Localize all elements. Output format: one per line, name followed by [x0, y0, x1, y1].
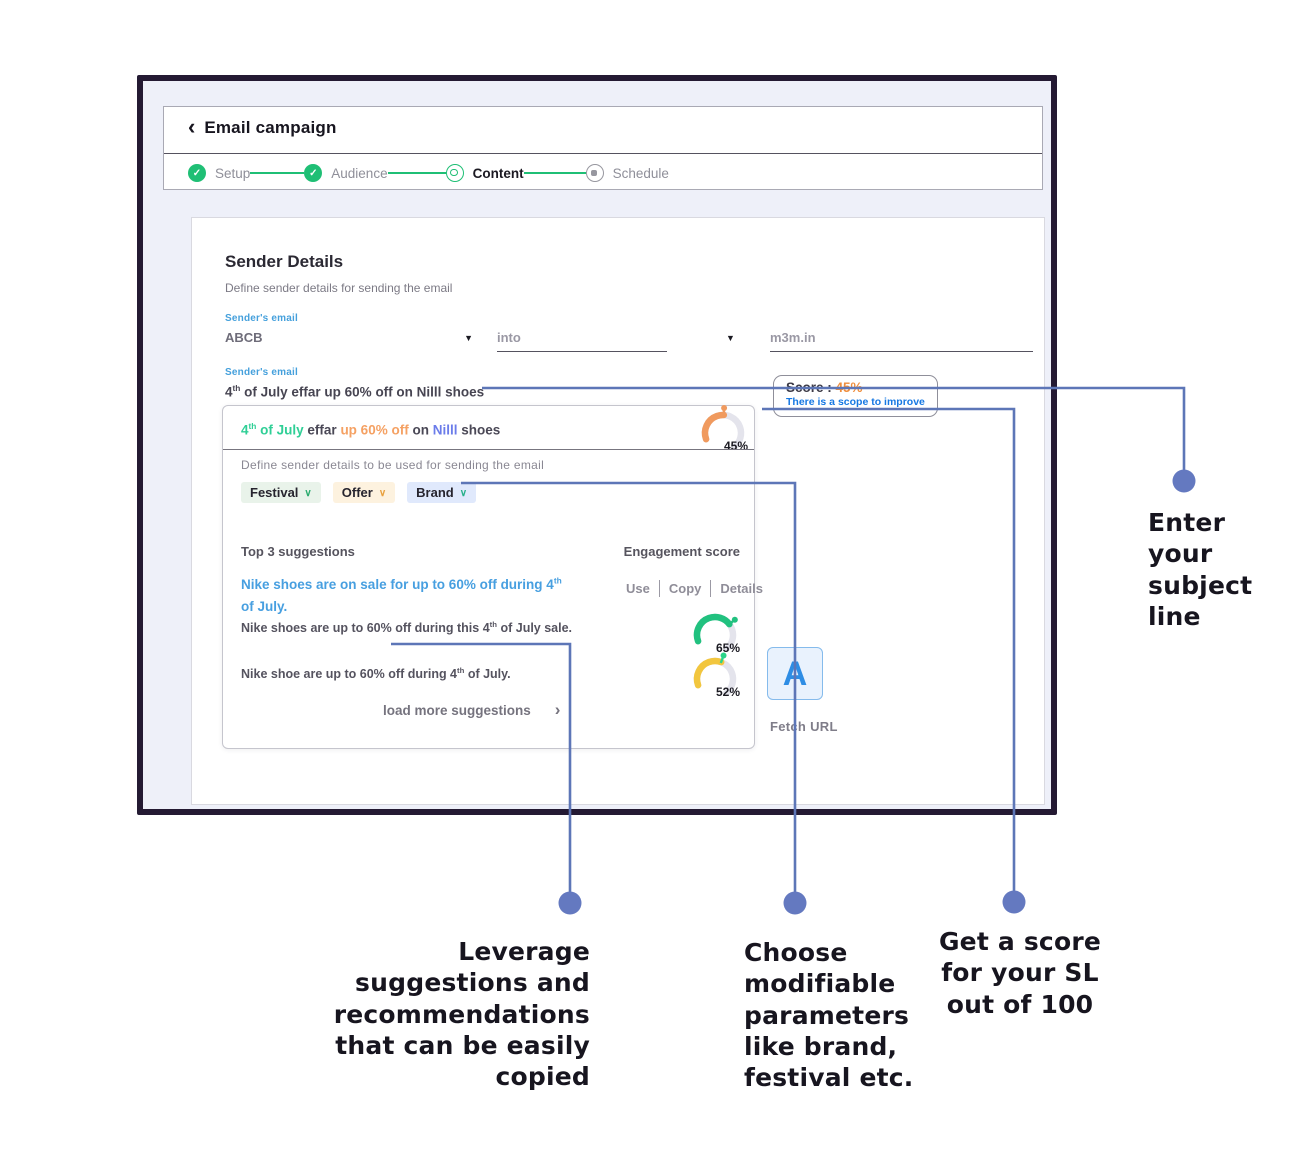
load-more-label: load more suggestions — [383, 702, 531, 718]
connector-dot-score — [1002, 890, 1026, 914]
step-label-setup: Setup — [215, 165, 251, 181]
content-panel: Sender Details Define sender details for… — [191, 217, 1045, 805]
suggestion-text-3: Nike shoe are up to 60% off during 4th o… — [241, 666, 511, 682]
section-subtitle: Define sender details for sending the em… — [225, 281, 453, 295]
section-title: Sender Details — [225, 252, 344, 271]
connector-dot-suggestions — [558, 891, 582, 915]
fetch-url-label: Fetch URL — [770, 719, 838, 734]
tag-brand[interactable]: Brand∨ — [407, 482, 477, 503]
chevron-down-icon: ∨ — [378, 488, 387, 499]
subject-suggestion-card: 4th of July effar up 60% off on Nilll sh… — [222, 405, 763, 749]
suggestions-header: Top 3 suggestions — [241, 544, 355, 559]
parameter-tags-row: Festival∨ Offer∨ Brand∨ — [241, 482, 477, 503]
sender-domain-input[interactable]: m3m.in — [770, 330, 1033, 352]
tag-festival[interactable]: Festival∨ — [241, 482, 321, 503]
engagement-gauge-52: 52% — [689, 652, 741, 701]
chevron-down-icon: ∨ — [459, 488, 468, 499]
card-description: Define sender details to be used for sen… — [241, 458, 545, 472]
connector-dot-subject — [1172, 469, 1196, 493]
step-label-schedule: Schedule — [612, 165, 669, 181]
subject-line-label: Sender's email — [225, 367, 298, 378]
details-button[interactable]: Details — [720, 581, 763, 596]
annotation-enter-subject: Enter your subject line — [1148, 508, 1253, 631]
step-label-content: Content — [472, 165, 524, 181]
score-value: 45% — [835, 380, 863, 395]
card-divider — [223, 449, 754, 450]
suggestion-text-2: Nike shoes are up to 60% off during this… — [241, 620, 573, 636]
app-frame: ‹ Email campaign ✓ Setup ✓ Audience Cont… — [137, 75, 1057, 815]
subject-score-gauge: 45% — [697, 405, 749, 455]
score-text: Score : 45% — [786, 380, 863, 395]
campaign-header: ‹ Email campaign ✓ Setup ✓ Audience Cont… — [163, 106, 1043, 190]
chevron-right-icon: › — [554, 700, 561, 719]
step-content[interactable]: Content — [445, 164, 524, 182]
score-box: Score : 45% There is a scope to improve — [773, 375, 938, 417]
score-note: There is a scope to improve — [786, 396, 925, 408]
connector-dot-parameters — [783, 891, 807, 915]
load-more-suggestions-button[interactable]: load more suggestions › — [383, 700, 560, 720]
fetch-url-button[interactable]: A — [767, 647, 823, 700]
dropdown-caret-icon[interactable]: ▼ — [464, 333, 473, 343]
annotation-get-score: Get a score for your SL out of 100 — [938, 927, 1102, 1019]
title-row: ‹ Email campaign — [188, 114, 337, 139]
use-button[interactable]: Use — [626, 581, 650, 596]
campaign-stepper: ✓ Setup ✓ Audience Content Schedule — [188, 164, 669, 182]
annotation-leverage-suggestions: Leverage suggestions and recommendations… — [333, 937, 590, 1091]
step-connector — [523, 172, 586, 174]
page-title: Email campaign — [204, 118, 337, 137]
step-connector — [250, 172, 305, 174]
suggestion-text-1: Nike shoes are on sale for up to 60% off… — [241, 575, 562, 615]
annotation-choose-parameters: Choose modifiable parameters like brand,… — [744, 938, 914, 1092]
sender-middle-input[interactable]: into — [497, 330, 667, 352]
stop-circle-icon — [585, 164, 604, 182]
suggestion-actions: Use Copy Details — [617, 580, 772, 597]
step-audience[interactable]: ✓ Audience — [304, 164, 388, 182]
dropdown-caret-icon[interactable]: ▼ — [726, 333, 735, 343]
back-chevron-icon[interactable]: ‹ — [188, 114, 196, 139]
subject-line-input[interactable]: 4th of July effar up 60% off on Nilll sh… — [225, 383, 485, 400]
check-icon: ✓ — [188, 164, 206, 182]
letter-a-icon: A — [782, 654, 808, 693]
card-subject-line: 4th of July effar up 60% off on Nilll sh… — [241, 421, 501, 438]
step-connector — [387, 172, 446, 174]
sender-email-label: Sender's email — [225, 313, 298, 324]
check-icon: ✓ — [304, 164, 323, 182]
engagement-gauge-65: 65% — [689, 612, 741, 657]
copy-button[interactable]: Copy — [668, 581, 702, 596]
step-setup[interactable]: ✓ Setup — [188, 164, 250, 182]
sender-name-select[interactable]: ABCB ▼ — [225, 330, 473, 345]
tag-offer[interactable]: Offer∨ — [332, 482, 396, 503]
engagement-score-header: Engagement score — [623, 544, 740, 559]
radio-circle-icon — [445, 164, 464, 182]
header-divider — [164, 153, 1042, 154]
step-schedule[interactable]: Schedule — [585, 164, 669, 182]
step-label-audience: Audience — [331, 165, 388, 181]
chevron-down-icon: ∨ — [304, 488, 312, 499]
